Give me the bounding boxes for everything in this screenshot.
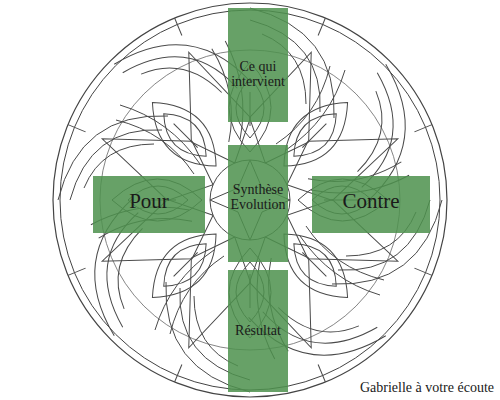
center-band: Synthèse Evolution	[228, 145, 288, 262]
band-text: Pour	[129, 190, 169, 212]
left-band: Pour	[93, 176, 205, 233]
band-text: Contre	[342, 190, 399, 212]
bottom-band: Résultat	[228, 270, 288, 392]
band-text: Synthèse Evolution	[230, 183, 286, 212]
right-band: Contre	[312, 176, 430, 233]
top-band: Ce qui intervient	[228, 8, 288, 122]
signature-note: Gabrielle à votre écoute	[358, 380, 496, 396]
band-text: Ce qui intervient	[230, 60, 286, 89]
band-text: Résultat	[235, 324, 281, 339]
